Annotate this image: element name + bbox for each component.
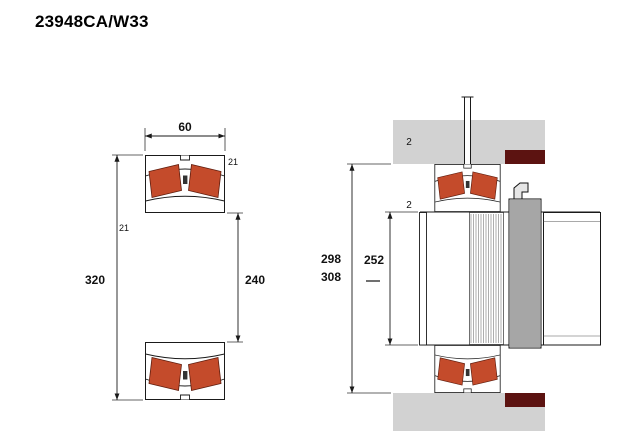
dim-bore-extension-lines (227, 212, 243, 343)
shaft-chamfer-lines (543, 221, 600, 337)
chamfer-top-label: 21 (228, 157, 238, 167)
left-bearing-bottom-section (145, 342, 225, 400)
sleeve-lip (419, 212, 427, 346)
dim-bore-label: 240 (245, 273, 265, 287)
sleeve-thread-region (469, 212, 504, 345)
grease-passage (461, 96, 474, 164)
dim-bore-diameter: 240 (227, 212, 265, 343)
right-bearing-bottom-section-use (434, 345, 501, 393)
dim-housing-min-label: 298 (321, 252, 341, 266)
dim-width-label: 60 (178, 120, 192, 134)
dim-housing-diameter: 298 308 (321, 163, 391, 394)
left-view-cross-section: 60 320 240 21 21 (85, 120, 265, 401)
dim-od-label: 320 (85, 273, 105, 287)
dim-housing-max-label: 308 (321, 270, 341, 284)
dim-abutment-diameter: 252 (364, 211, 418, 346)
gap-top-label: 2 (406, 137, 412, 148)
dim-housing-extension-lines (347, 163, 391, 394)
left-bearing-bottom-section-use (145, 342, 225, 400)
sleeve-threads (470, 214, 502, 343)
shaft (543, 212, 601, 346)
seal-top (505, 150, 545, 164)
gap-mid-label: 2 (406, 200, 412, 211)
dim-width-extension-lines (144, 128, 226, 151)
right-view-mounted-arrangement: 298 308 252 2 2 (321, 96, 601, 431)
dim-outside-diameter: 320 (85, 154, 143, 401)
seal-bottom (505, 393, 545, 407)
dim-abutment-label: 252 (364, 253, 384, 267)
left-bearing-top-section (145, 155, 225, 213)
lock-washer-tab (513, 182, 529, 200)
grease-passage-bg (464, 97, 471, 164)
lock-nut-slots (510, 200, 540, 347)
dim-width: 60 (144, 120, 226, 151)
right-bearing-top-section (434, 164, 501, 212)
chamfer-side-label: 21 (119, 223, 129, 233)
page-title: 23948CA/W33 (35, 12, 149, 31)
right-bearing-bottom-section (434, 345, 501, 393)
